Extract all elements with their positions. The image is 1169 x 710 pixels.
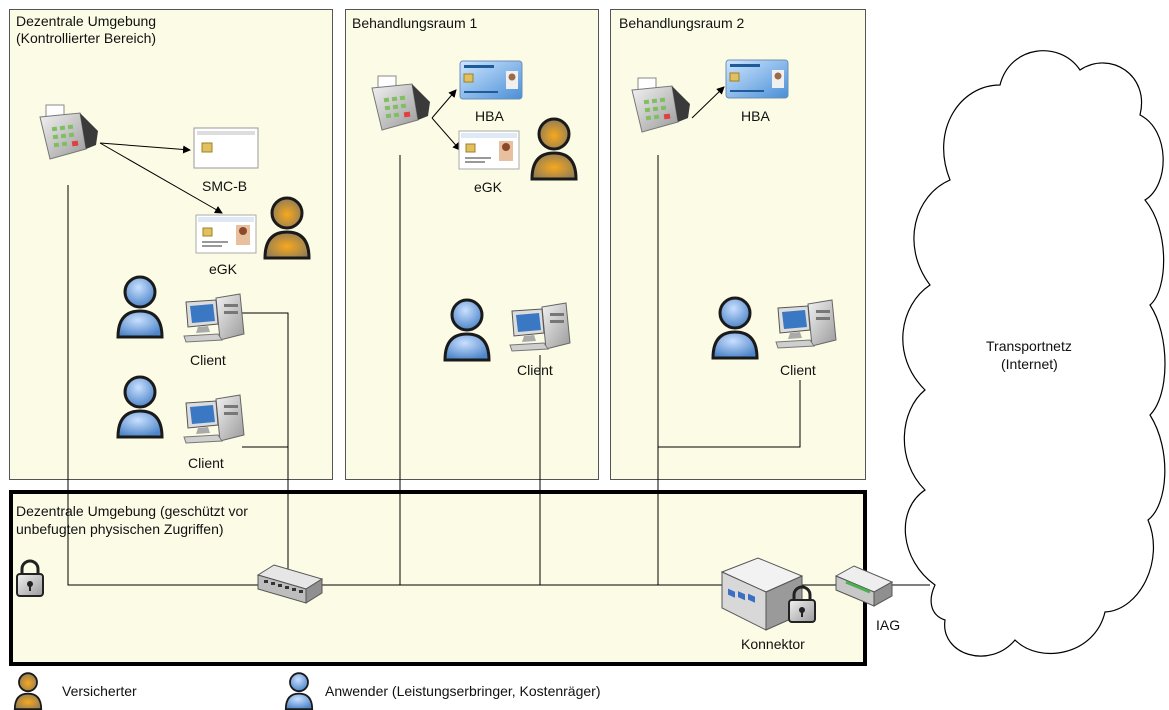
iag-router-icon: [834, 565, 894, 607]
client-label-room1: Client: [517, 362, 553, 378]
insured-person-controlled-area: [263, 196, 311, 260]
hba-card-room1: [459, 60, 523, 100]
konnektor-label: Konnektor: [741, 636, 805, 652]
client-label-room2: Client: [780, 362, 816, 378]
treatment-room-1-title: Behandlungsraum 1: [352, 15, 478, 31]
protected-area-title-line1: Dezentrale Umgebung (geschützt vor: [16, 503, 248, 519]
user-person-1: [116, 275, 164, 339]
protected-area-lock-icon: [15, 559, 45, 598]
client-workstation-1: [183, 293, 245, 343]
egk-label-controlled-area: eGK: [209, 261, 238, 277]
egk-card-controlled-area: [195, 214, 257, 254]
cloud-label-line2: (Internet): [1001, 356, 1058, 372]
insured-person-room1: [530, 117, 578, 181]
smcb-card: [193, 127, 259, 169]
hba-label-room1: HBA: [475, 108, 504, 124]
client-label-2: Client: [188, 455, 224, 471]
network-wires: [67, 155, 930, 586]
user-person-room1: [443, 298, 491, 362]
client-workstation-room2: [775, 299, 837, 349]
card-reader-room1: [371, 75, 431, 131]
user-person-room2: [711, 296, 759, 360]
client-label-1: Client: [190, 352, 226, 368]
hba-label-room2: HBA: [741, 108, 770, 124]
card-reader-controlled-area: [39, 104, 99, 160]
egk-label-room1: eGK: [474, 179, 503, 195]
legend-user-label: Anwender (Leistungserbringer, Kostenräge…: [325, 683, 601, 699]
treatment-room-2-title: Behandlungsraum 2: [619, 15, 745, 31]
legend-insured-icon: [13, 672, 43, 710]
user-person-2: [116, 375, 164, 439]
card-reader-room2: [631, 77, 691, 133]
cloud-label-line1: Transportnetz: [986, 338, 1072, 354]
hba-card-room2: [725, 59, 789, 99]
client-workstation-2: [183, 394, 245, 444]
controlled-area-title: Dezentrale Umgebung (Kontrollierter Bere…: [16, 13, 157, 46]
client-workstation-room1: [509, 302, 571, 352]
smcb-label: SMC-B: [202, 178, 248, 194]
iag-label: IAG: [876, 617, 901, 633]
internet-cloud-shape: [902, 50, 1166, 657]
legend-insured-label: Versicherter: [62, 683, 137, 699]
egk-card-room1: [458, 130, 520, 170]
legend-user-icon: [284, 672, 314, 710]
network-switch-icon: [256, 564, 324, 604]
card-reader-arrows: [99, 86, 725, 214]
